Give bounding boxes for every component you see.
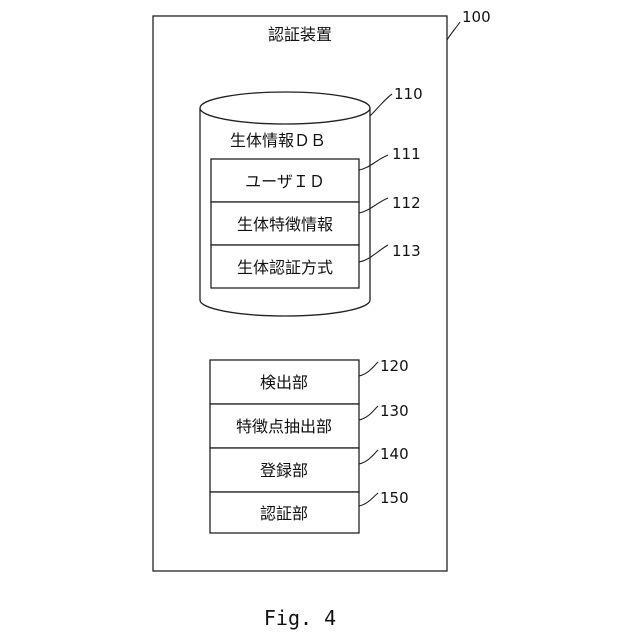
unit-feature-extraction: 特徴点抽出部 bbox=[210, 404, 359, 448]
unit-detection-leader bbox=[359, 362, 378, 376]
db-field-auth-method-ref: 113 bbox=[392, 242, 421, 260]
database-title: 生体情報ＤＢ bbox=[230, 131, 326, 150]
device-title: 認証装置 bbox=[268, 25, 332, 44]
database-ref: 110 bbox=[394, 85, 423, 103]
db-field-user-id-ref: 111 bbox=[392, 145, 421, 163]
database-ref-leader bbox=[370, 94, 392, 116]
unit-registration: 登録部 bbox=[210, 448, 359, 492]
svg-text:認証部: 認証部 bbox=[260, 504, 308, 523]
unit-authentication-ref: 150 bbox=[380, 489, 409, 507]
figure-caption: Fig. 4 bbox=[264, 606, 336, 630]
unit-feature-extraction-ref: 130 bbox=[380, 402, 409, 420]
unit-detection: 検出部 bbox=[210, 360, 359, 404]
svg-text:生体認証方式: 生体認証方式 bbox=[237, 258, 333, 277]
svg-text:検出部: 検出部 bbox=[260, 373, 308, 392]
db-field-biometric-feature-ref: 112 bbox=[392, 194, 421, 212]
db-field-auth-method: 生体認証方式 bbox=[211, 245, 359, 288]
svg-text:生体特徴情報: 生体特徴情報 bbox=[237, 215, 333, 234]
svg-text:ユーザＩＤ: ユーザＩＤ bbox=[245, 172, 325, 191]
device-ref: 100 bbox=[462, 8, 491, 26]
db-field-biometric-feature: 生体特徴情報 bbox=[211, 202, 359, 245]
db-field-user-id: ユーザＩＤ bbox=[211, 159, 359, 202]
unit-authentication: 認証部 bbox=[210, 492, 359, 533]
unit-authentication-leader bbox=[359, 493, 378, 506]
unit-registration-leader bbox=[359, 450, 378, 464]
unit-detection-ref: 120 bbox=[380, 357, 409, 375]
unit-feature-extraction-leader bbox=[359, 406, 378, 420]
svg-text:登録部: 登録部 bbox=[260, 461, 308, 480]
svg-text:特徴点抽出部: 特徴点抽出部 bbox=[236, 417, 332, 436]
unit-registration-ref: 140 bbox=[380, 445, 409, 463]
device-ref-leader bbox=[447, 22, 460, 40]
